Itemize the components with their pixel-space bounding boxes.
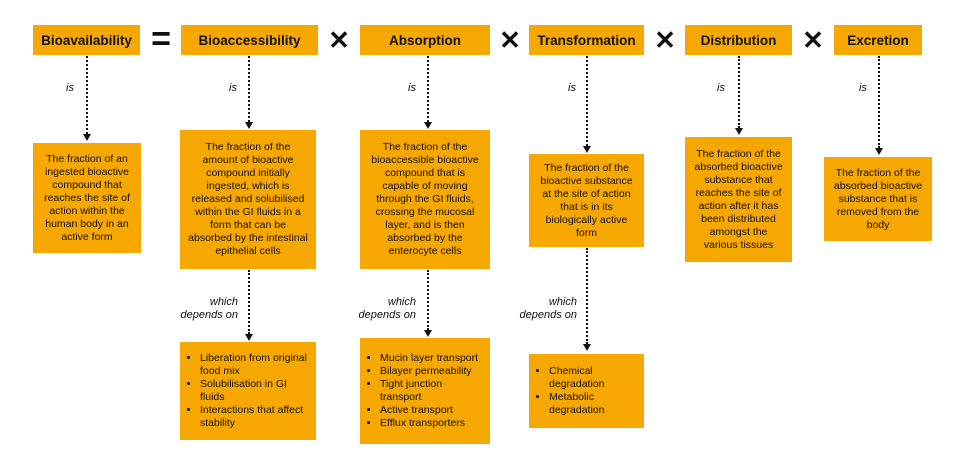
- list-item: Chemical degradation: [549, 365, 638, 391]
- arrow-head-icon: [583, 146, 591, 153]
- definition-text: The fraction of an ingested bioactive co…: [44, 152, 130, 243]
- definition-absorption: The fraction of the bioaccessible bioact…: [360, 130, 490, 269]
- is-label: is: [66, 82, 74, 94]
- dependencies-transformation: Chemical degradation Metabolic degradati…: [529, 354, 644, 428]
- connector-line: [248, 56, 250, 122]
- connector-line: [427, 270, 429, 330]
- definition-text: The fraction of the amount of bioactive …: [188, 141, 308, 257]
- multiply-icon: ✕: [654, 25, 676, 55]
- is-label: is: [859, 82, 867, 94]
- arrow-head-icon: [424, 122, 432, 129]
- definition-text: The fraction of the bioaccessible bioact…: [371, 141, 479, 257]
- header-label: Bioavailability: [41, 32, 132, 48]
- multiply-icon: ✕: [499, 25, 521, 55]
- list-item: Metabolic degradation: [549, 391, 638, 417]
- connector-line: [427, 56, 429, 122]
- header-transformation: Transformation: [529, 25, 644, 55]
- arrow-head-icon: [424, 330, 432, 337]
- is-label: is: [568, 82, 576, 94]
- header-excretion: Excretion: [834, 25, 922, 55]
- definition-text: The fraction of the absorbed bioactive s…: [833, 166, 923, 231]
- depends-on-label: which depends on: [358, 296, 417, 321]
- list-item: Liberation from original food mix: [200, 352, 310, 378]
- arrow-head-icon: [875, 148, 883, 155]
- list-item: Bilayer permeability: [380, 365, 484, 378]
- header-label: Excretion: [847, 32, 909, 48]
- is-label: is: [408, 82, 416, 94]
- header-bioaccessibility: Bioaccessibility: [181, 25, 318, 55]
- list-item: Tight junction transport: [380, 378, 484, 404]
- definition-excretion: The fraction of the absorbed bioactive s…: [824, 157, 932, 241]
- is-label: is: [229, 82, 237, 94]
- header-label: Transformation: [537, 32, 636, 48]
- header-distribution: Distribution: [685, 25, 792, 55]
- dependencies-absorption: Mucin layer transport Bilayer permeabili…: [360, 338, 490, 444]
- connector-line: [586, 248, 588, 344]
- dependencies-bioaccessibility: Liberation from original food mix Solubi…: [180, 342, 316, 440]
- dependency-list: Mucin layer transport Bilayer permeabili…: [368, 352, 484, 430]
- definition-transformation: The fraction of the bioactive substance …: [529, 154, 644, 247]
- depends-on-label: which depends on: [180, 296, 239, 321]
- arrow-head-icon: [245, 334, 253, 341]
- list-item: Interactions that affect stability: [200, 404, 310, 430]
- list-item: Efflux transporters: [380, 417, 484, 430]
- connector-line: [86, 56, 88, 134]
- arrow-head-icon: [245, 122, 253, 129]
- dependency-list: Liberation from original food mix Solubi…: [188, 352, 310, 430]
- arrow-head-icon: [83, 134, 91, 141]
- connector-line: [738, 56, 740, 128]
- definition-text: The fraction of the absorbed bioactive s…: [694, 147, 783, 251]
- connector-line: [586, 56, 588, 146]
- multiply-icon: ✕: [802, 25, 824, 55]
- arrow-head-icon: [735, 128, 743, 135]
- definition-text: The fraction of the bioactive substance …: [540, 161, 633, 239]
- header-label: Distribution: [700, 32, 777, 48]
- definition-distribution: The fraction of the absorbed bioactive s…: [685, 137, 792, 262]
- equals-sign: =: [151, 20, 171, 58]
- header-label: Bioaccessibility: [198, 32, 301, 48]
- multiply-icon: ✕: [328, 25, 350, 55]
- depends-on-label: which depends on: [519, 296, 578, 321]
- connector-line: [878, 56, 880, 148]
- list-item: Active transport: [380, 404, 484, 417]
- arrow-head-icon: [583, 344, 591, 351]
- list-item: Solubilisation in GI fluids: [200, 378, 310, 404]
- connector-line: [248, 270, 250, 334]
- list-item: Mucin layer transport: [380, 352, 484, 365]
- definition-bioavailability: The fraction of an ingested bioactive co…: [33, 143, 141, 253]
- dependency-list: Chemical degradation Metabolic degradati…: [537, 365, 638, 417]
- header-label: Absorption: [389, 32, 461, 48]
- is-label: is: [717, 82, 725, 94]
- header-absorption: Absorption: [360, 25, 490, 55]
- definition-bioaccessibility: The fraction of the amount of bioactive …: [180, 130, 316, 269]
- header-bioavailability: Bioavailability: [33, 25, 140, 55]
